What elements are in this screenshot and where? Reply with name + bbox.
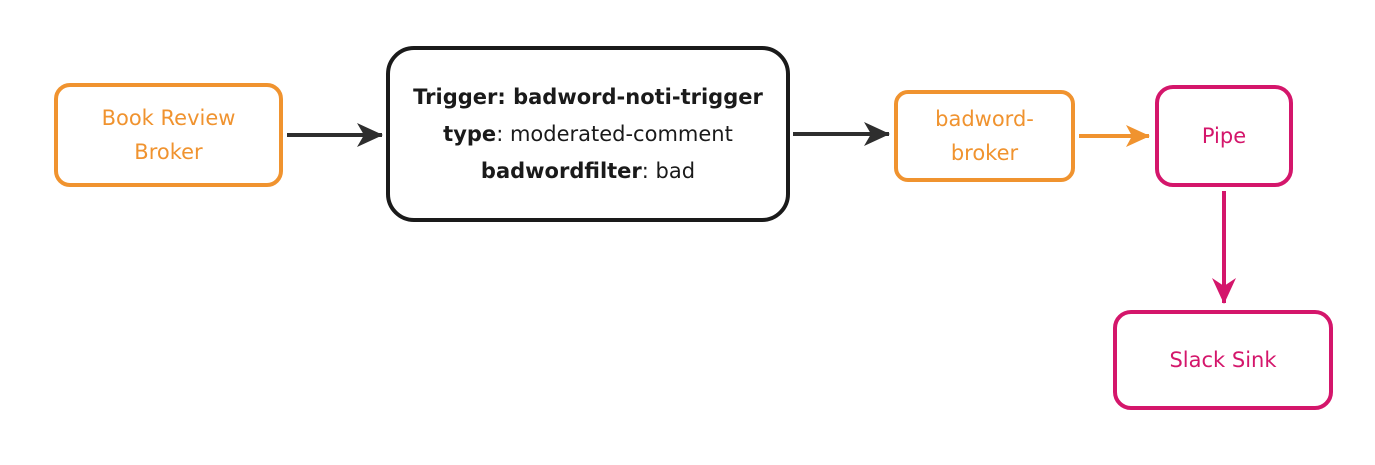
node-pipe: Pipe	[1155, 85, 1293, 187]
trigger-line3-key: badwordfilter	[480, 158, 642, 183]
node-badword-broker: badword- broker	[894, 90, 1075, 182]
trigger-line2-key: type	[443, 121, 497, 146]
node-trigger: Trigger: badword-noti-trigger type: mode…	[386, 46, 790, 222]
trigger-line3-value: : bad	[641, 158, 696, 183]
node-slack-sink: Slack Sink	[1113, 310, 1333, 410]
node-book-review-broker-label-line2: Broker	[134, 140, 203, 164]
trigger-line3: badwordfilter: bad	[481, 153, 695, 190]
trigger-line2-value: : moderated-comment	[496, 121, 733, 146]
node-badword-broker-label-line2: broker	[950, 141, 1019, 165]
node-badword-broker-label-line1: badword-	[935, 107, 1034, 131]
node-book-review-broker: Book Review Broker	[54, 83, 283, 187]
trigger-line2: type: moderated-comment	[443, 116, 733, 153]
node-slack-sink-label: Slack Sink	[1169, 348, 1277, 372]
node-book-review-broker-label-line1: Book Review	[101, 106, 236, 130]
node-pipe-label: Pipe	[1201, 124, 1247, 148]
trigger-line1: Trigger: badword-noti-trigger	[413, 84, 763, 109]
